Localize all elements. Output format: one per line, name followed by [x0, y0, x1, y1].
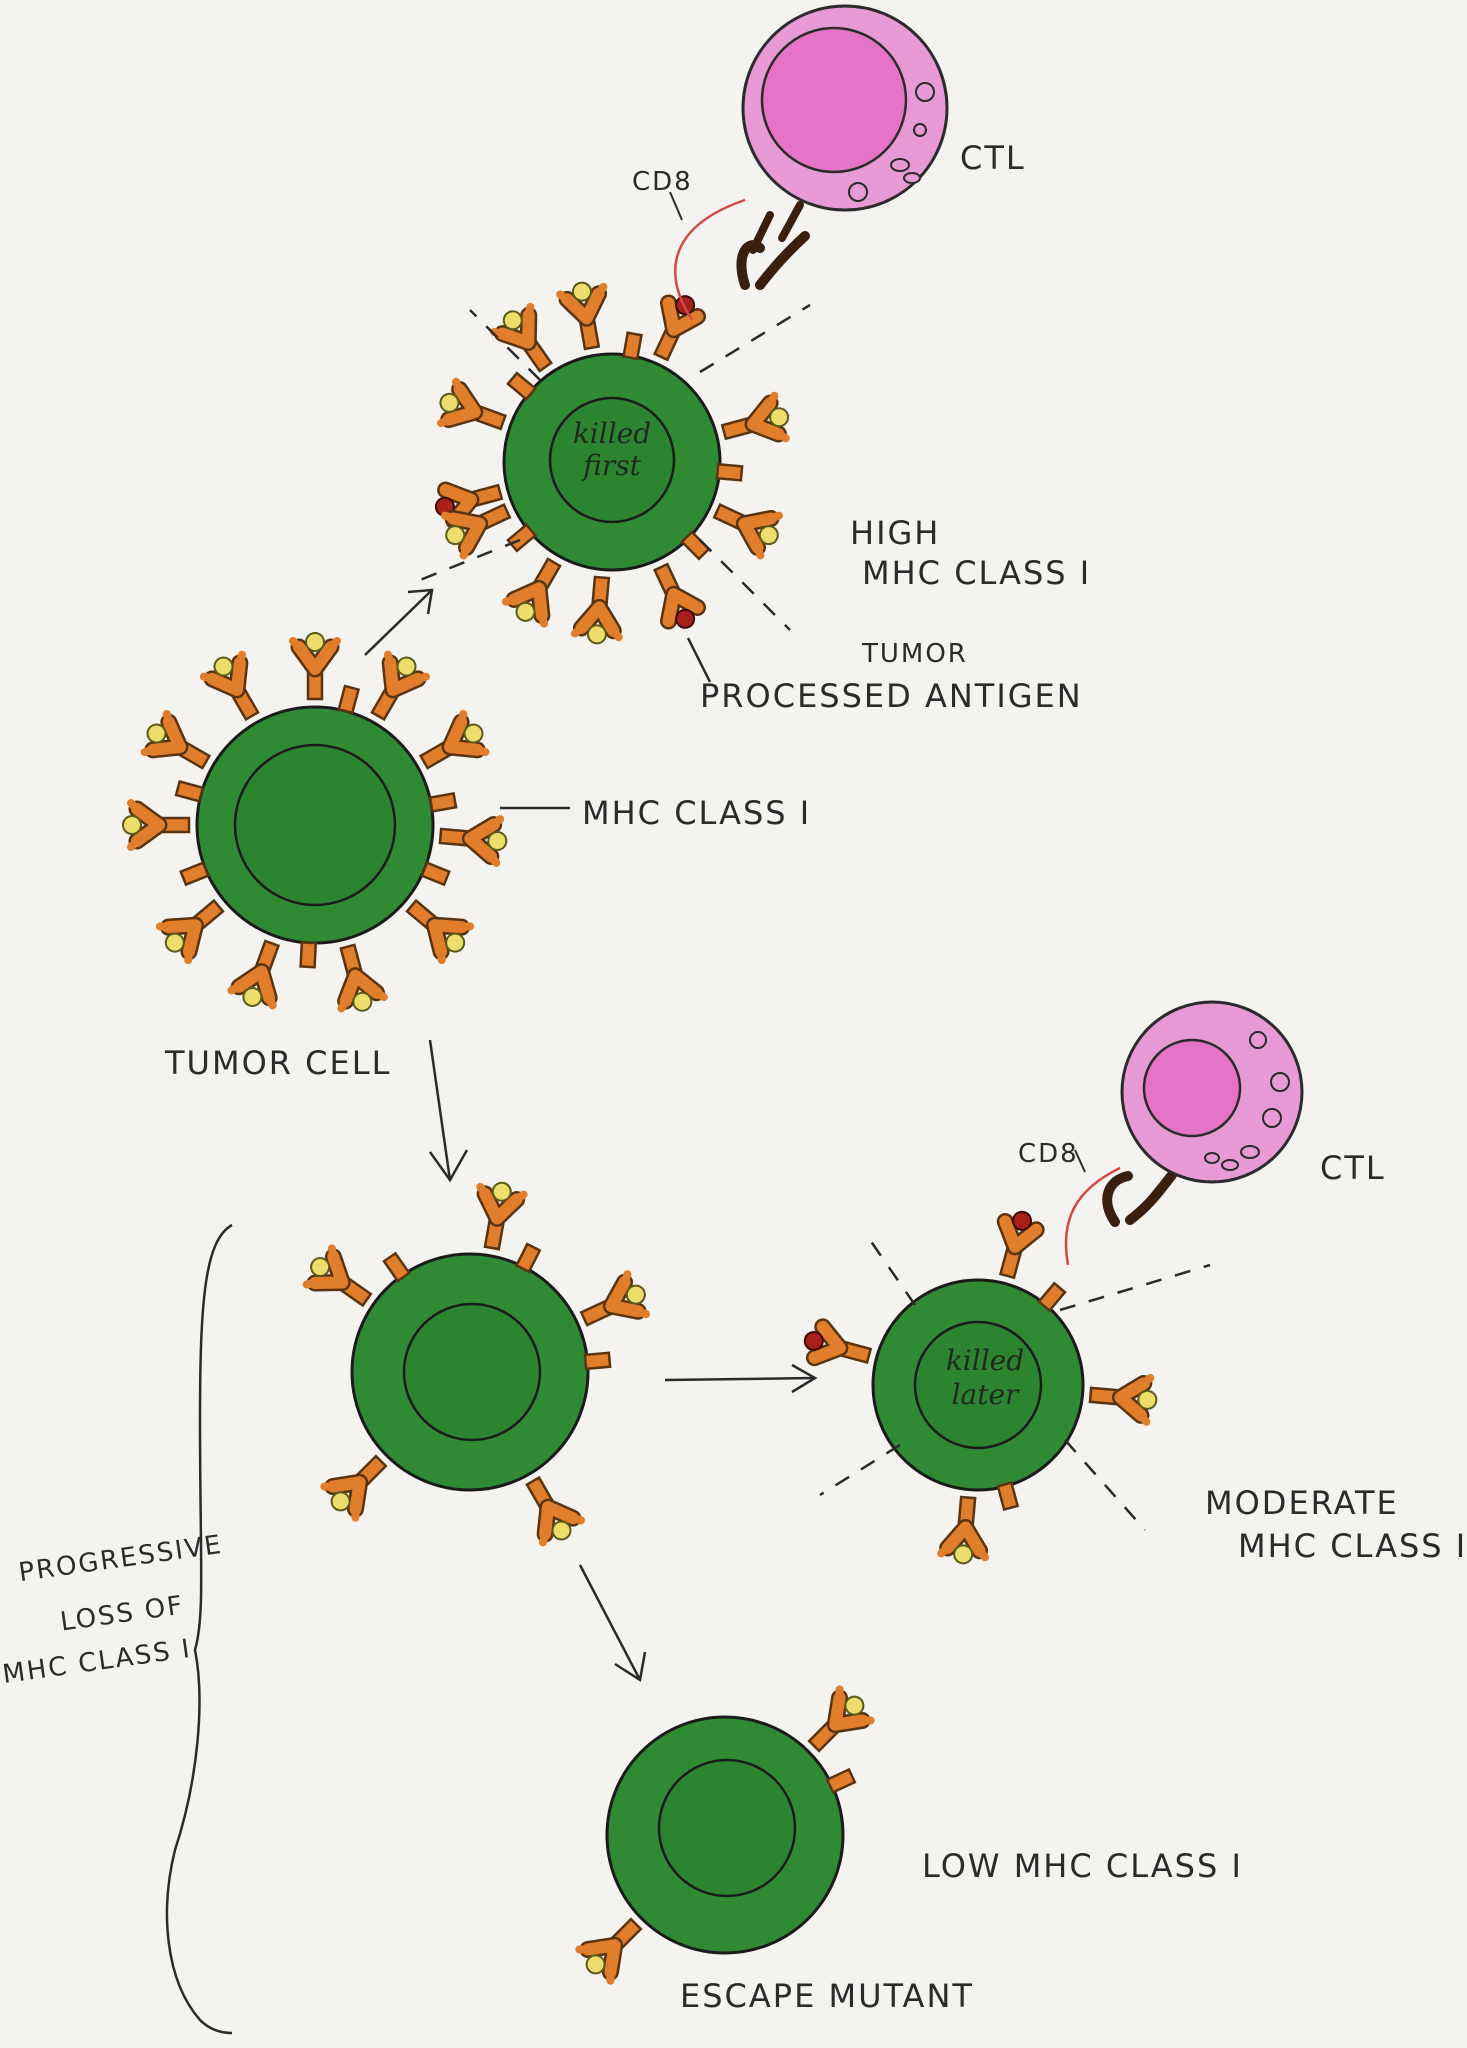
high-mhc-label-line2: MHC CLASS I — [862, 554, 1092, 592]
cd8-bottom-label: CD8 — [1018, 1139, 1079, 1169]
low-mhc-label: LOW MHC CLASS I — [922, 1847, 1243, 1885]
moderate-mhc-cell: killed later — [801, 1208, 1211, 1565]
killed-later-line1: killed — [946, 1344, 1024, 1377]
processed-antigen-pointer — [686, 637, 712, 683]
processed-antigen-label: PROCESSED ANTIGEN — [700, 677, 1083, 715]
arrow-intermediate-to-low — [578, 1564, 647, 1683]
tumor-cell-label: TUMOR CELL — [165, 1044, 392, 1082]
moderate-mhc-label-line1: MODERATE — [1205, 1484, 1399, 1522]
cd8-top-label: CD8 — [632, 167, 693, 197]
arrow-tumor-to-high — [364, 588, 434, 656]
ctl-bottom — [1064, 1000, 1304, 1266]
tumor-word-label: TUMOR — [862, 639, 968, 669]
escape-mutant-cell — [574, 1684, 877, 1987]
high-mhc-label-line1: HIGH — [850, 514, 941, 552]
killed-first-line1: killed — [573, 417, 651, 450]
moderate-mhc-label-line2: MHC CLASS I — [1238, 1527, 1467, 1565]
arrow-intermediate-to-moderate — [664, 1363, 818, 1394]
high-mhc-cell: killed first — [419, 279, 811, 645]
killed-first-line2: first — [581, 449, 641, 482]
ctl-top-label: CTL — [960, 139, 1026, 177]
intermediate-cell — [300, 1179, 653, 1549]
arrow-tumor-to-intermediate — [428, 1039, 469, 1183]
escape-mutant-label: ESCAPE MUTANT — [680, 1977, 974, 2015]
ctl-top — [669, 4, 949, 321]
tumor-cell — [123, 633, 508, 1016]
progressive-loss-bracket — [165, 1223, 233, 2035]
mhc-class-i-label: MHC CLASS I — [582, 794, 812, 832]
killed-later-line2: later — [952, 1378, 1020, 1411]
ctl-bottom-label: CTL — [1320, 1149, 1386, 1187]
